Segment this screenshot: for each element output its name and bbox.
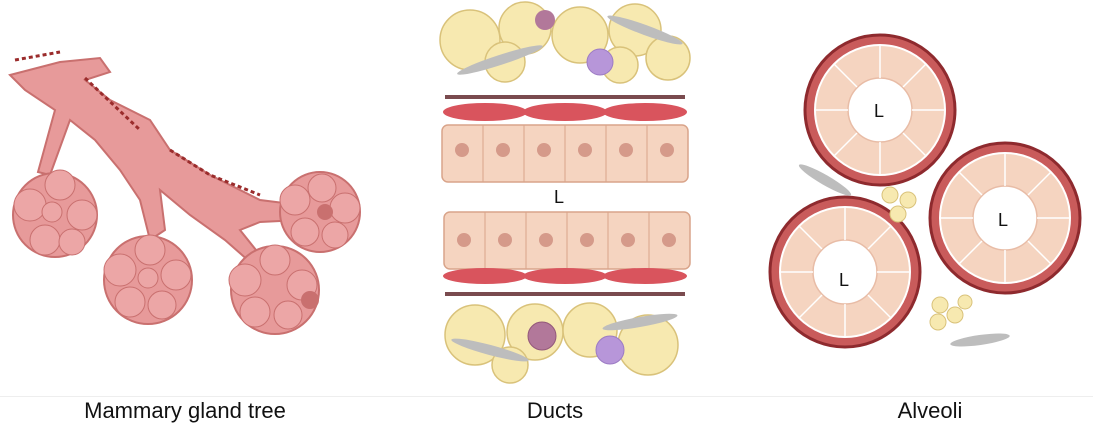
adipocytes-bottom: [445, 303, 678, 383]
myoepithelial-bottom: [443, 268, 687, 284]
alveolus-top: L: [805, 35, 955, 185]
lobule-left: [13, 170, 97, 257]
alveolus-bottom-lumen-label: L: [839, 270, 849, 290]
epithelial-row-top: [442, 125, 688, 182]
duct-cross-section: L: [430, 0, 700, 395]
alveolus-cluster: L L L: [760, 0, 1093, 395]
duct-lumen-label: L: [554, 187, 564, 207]
lobule-right-top: [280, 172, 360, 252]
myoepithelial-top: [443, 103, 687, 121]
caption-alveoli: Alveoli: [870, 398, 990, 424]
caption-mammary-gland-tree: Mammary gland tree: [55, 398, 315, 424]
alveolus-right: L: [930, 143, 1080, 293]
alveolus-right-lumen-label: L: [998, 210, 1008, 230]
alveoli-panel: L L L: [760, 0, 1093, 395]
mammary-tree-panel: [0, 0, 380, 395]
lobule-right-bottom: [229, 245, 319, 334]
basement-membrane-bottom: [445, 292, 685, 296]
basement-membrane-top: [445, 95, 685, 99]
alveolus-top-lumen-label: L: [874, 101, 884, 121]
adipocytes-top: [440, 2, 690, 83]
caption-divider: [0, 396, 1093, 397]
epithelial-row-bottom: [444, 212, 690, 269]
lobule-bottom: [104, 235, 192, 324]
mammary-tree-illustration: [0, 0, 380, 395]
duct-panel: L: [430, 0, 700, 395]
caption-ducts: Ducts: [505, 398, 605, 424]
